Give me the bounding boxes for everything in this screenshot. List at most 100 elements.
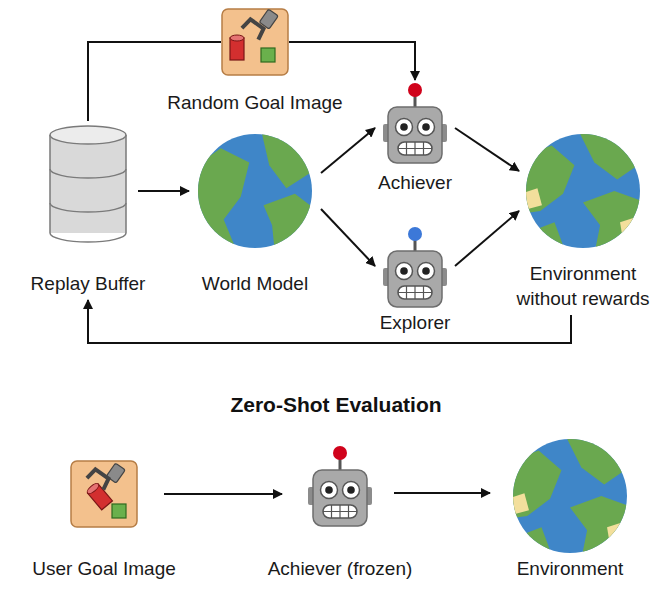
icon-part	[50, 126, 126, 242]
robot-pupil	[325, 486, 333, 494]
icon-part	[222, 9, 288, 75]
flow-arrow	[321, 128, 375, 173]
land	[525, 145, 574, 213]
land	[583, 191, 641, 249]
robot-eye	[418, 119, 435, 136]
achiever-robot: Achiever (frozen)	[250, 445, 430, 581]
gripper-claw	[87, 468, 110, 489]
robot-head	[388, 107, 442, 163]
robot-mouth	[398, 286, 432, 299]
node-label: Random Goal Image	[167, 90, 342, 115]
green-cube	[261, 48, 275, 62]
flow-arrow	[88, 300, 571, 343]
environment-globe: Environment without rewards	[500, 133, 666, 311]
robot-eye	[396, 119, 413, 136]
robot-eye	[418, 263, 435, 280]
robot-mouth	[398, 142, 432, 155]
explorer-robot: Explorer	[355, 226, 475, 335]
icon-part	[512, 438, 628, 554]
antenna-ball	[408, 227, 422, 241]
db-band	[50, 203, 126, 212]
robot-eye	[396, 263, 413, 280]
robot-pupil	[400, 267, 408, 275]
world-model-globe	[197, 133, 313, 249]
robot-head	[388, 251, 442, 307]
land	[512, 450, 561, 518]
land	[532, 222, 563, 249]
db-outline	[50, 135, 126, 242]
icon-part	[512, 438, 628, 554]
robot-pupil	[422, 123, 430, 131]
goal-image-icon	[70, 460, 138, 528]
flow-arrow	[455, 211, 519, 266]
flow-arrow	[455, 128, 519, 171]
icon-part	[525, 133, 641, 249]
node-label: Replay Buffer	[31, 271, 146, 296]
flow-arrow	[289, 42, 415, 80]
icon-part	[383, 83, 447, 163]
land	[570, 496, 628, 554]
environment-globe	[512, 438, 628, 554]
flow-arrow	[321, 209, 375, 266]
antenna-ball	[333, 446, 347, 460]
db-body	[50, 135, 126, 233]
node-label: Environment	[517, 556, 624, 581]
goal-image-icon	[221, 8, 289, 76]
world-model-globe: World Model	[180, 133, 330, 296]
node-label: User Goal Image	[32, 556, 176, 581]
land	[197, 148, 249, 249]
node-label: Explorer	[380, 310, 451, 335]
land	[519, 527, 550, 554]
db-top	[50, 126, 126, 144]
robot-eye	[343, 482, 360, 499]
icon-part	[525, 133, 641, 249]
explorer-robot	[383, 226, 447, 310]
robot-pupil	[422, 267, 430, 275]
node-label: World Model	[202, 271, 308, 296]
goal-image-icon: User Goal Image	[14, 460, 194, 581]
robot-mouth	[323, 505, 357, 518]
robot-eye	[321, 482, 338, 499]
desert	[620, 217, 640, 240]
environment-globe: Environment	[495, 438, 645, 581]
robot-pupil	[400, 123, 408, 131]
flow-arrow	[394, 492, 490, 494]
robot-pupil	[347, 486, 355, 494]
land	[564, 438, 628, 485]
icon-part	[525, 133, 641, 249]
antenna-ball	[408, 83, 422, 97]
node-label: Achiever (frozen)	[268, 556, 413, 581]
replay-buffer	[48, 125, 128, 243]
desert	[512, 493, 529, 516]
robot-tooth	[323, 511, 357, 512]
cylinder-top	[230, 35, 244, 41]
desert	[631, 145, 641, 171]
db-band	[50, 169, 126, 178]
icon-part	[197, 133, 313, 249]
section-title: Zero-Shot Evaluation	[0, 392, 672, 418]
robot-head	[313, 470, 367, 526]
icon-part	[71, 461, 137, 527]
robot-tooth	[398, 148, 432, 149]
flow-arrow	[138, 190, 189, 192]
image-frame	[222, 9, 288, 75]
icon-part	[197, 133, 313, 249]
gripper-claw	[242, 18, 265, 39]
node-label: Achiever	[378, 170, 452, 195]
desert	[607, 522, 627, 545]
achiever-robot	[308, 445, 372, 529]
desert	[525, 188, 542, 211]
replay-buffer: Replay Buffer	[8, 125, 168, 296]
land	[577, 133, 641, 180]
desert	[618, 450, 628, 476]
robot-tooth	[398, 292, 432, 293]
environment-globe	[525, 133, 641, 249]
green-cube	[112, 504, 126, 518]
land	[264, 194, 313, 249]
land	[261, 133, 313, 188]
goal-image-icon: Random Goal Image	[155, 8, 355, 115]
cylinder-top	[86, 482, 101, 496]
achiever-robot	[383, 82, 447, 166]
achiever-robot: Achiever	[355, 82, 475, 195]
